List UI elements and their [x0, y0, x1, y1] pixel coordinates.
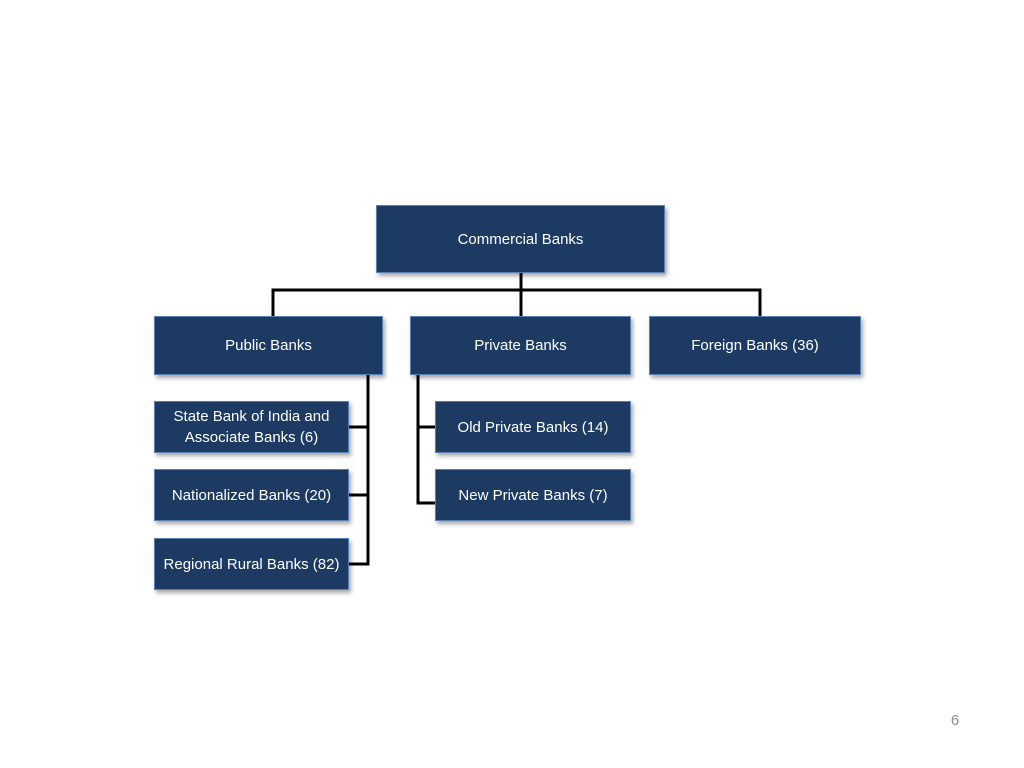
node-nationalized-banks: Nationalized Banks (20)	[154, 469, 349, 521]
node-old-private-banks: Old Private Banks (14)	[435, 401, 631, 453]
page-number: 6	[950, 712, 960, 729]
node-private-banks-label: Private Banks	[474, 337, 567, 354]
node-commercial-banks-label: Commercial Banks	[457, 230, 584, 248]
node-sbi-associate-banks-label: State Bank of India and Associate Banks …	[173, 408, 330, 446]
node-regional-rural-banks-label: Regional Rural Banks (82)	[163, 555, 340, 573]
node-public-banks: Public Banks	[154, 316, 383, 375]
node-foreign-banks-label: Foreign Banks (36)	[691, 337, 819, 354]
node-private-banks: Private Banks	[410, 316, 631, 375]
node-nationalized-banks-label: Nationalized Banks (20)	[171, 486, 332, 504]
node-new-private-banks: New Private Banks (7)	[435, 469, 631, 521]
node-commercial-banks: Commercial Banks	[376, 205, 665, 273]
node-public-banks-label: Public Banks	[225, 337, 312, 354]
node-new-private-banks-label: New Private Banks (7)	[458, 486, 608, 504]
node-sbi-associate-banks: State Bank of India and Associate Banks …	[154, 401, 349, 453]
node-old-private-banks-label: Old Private Banks (14)	[457, 418, 609, 436]
node-foreign-banks: Foreign Banks (36)	[649, 316, 861, 375]
node-regional-rural-banks: Regional Rural Banks (82)	[154, 538, 349, 590]
